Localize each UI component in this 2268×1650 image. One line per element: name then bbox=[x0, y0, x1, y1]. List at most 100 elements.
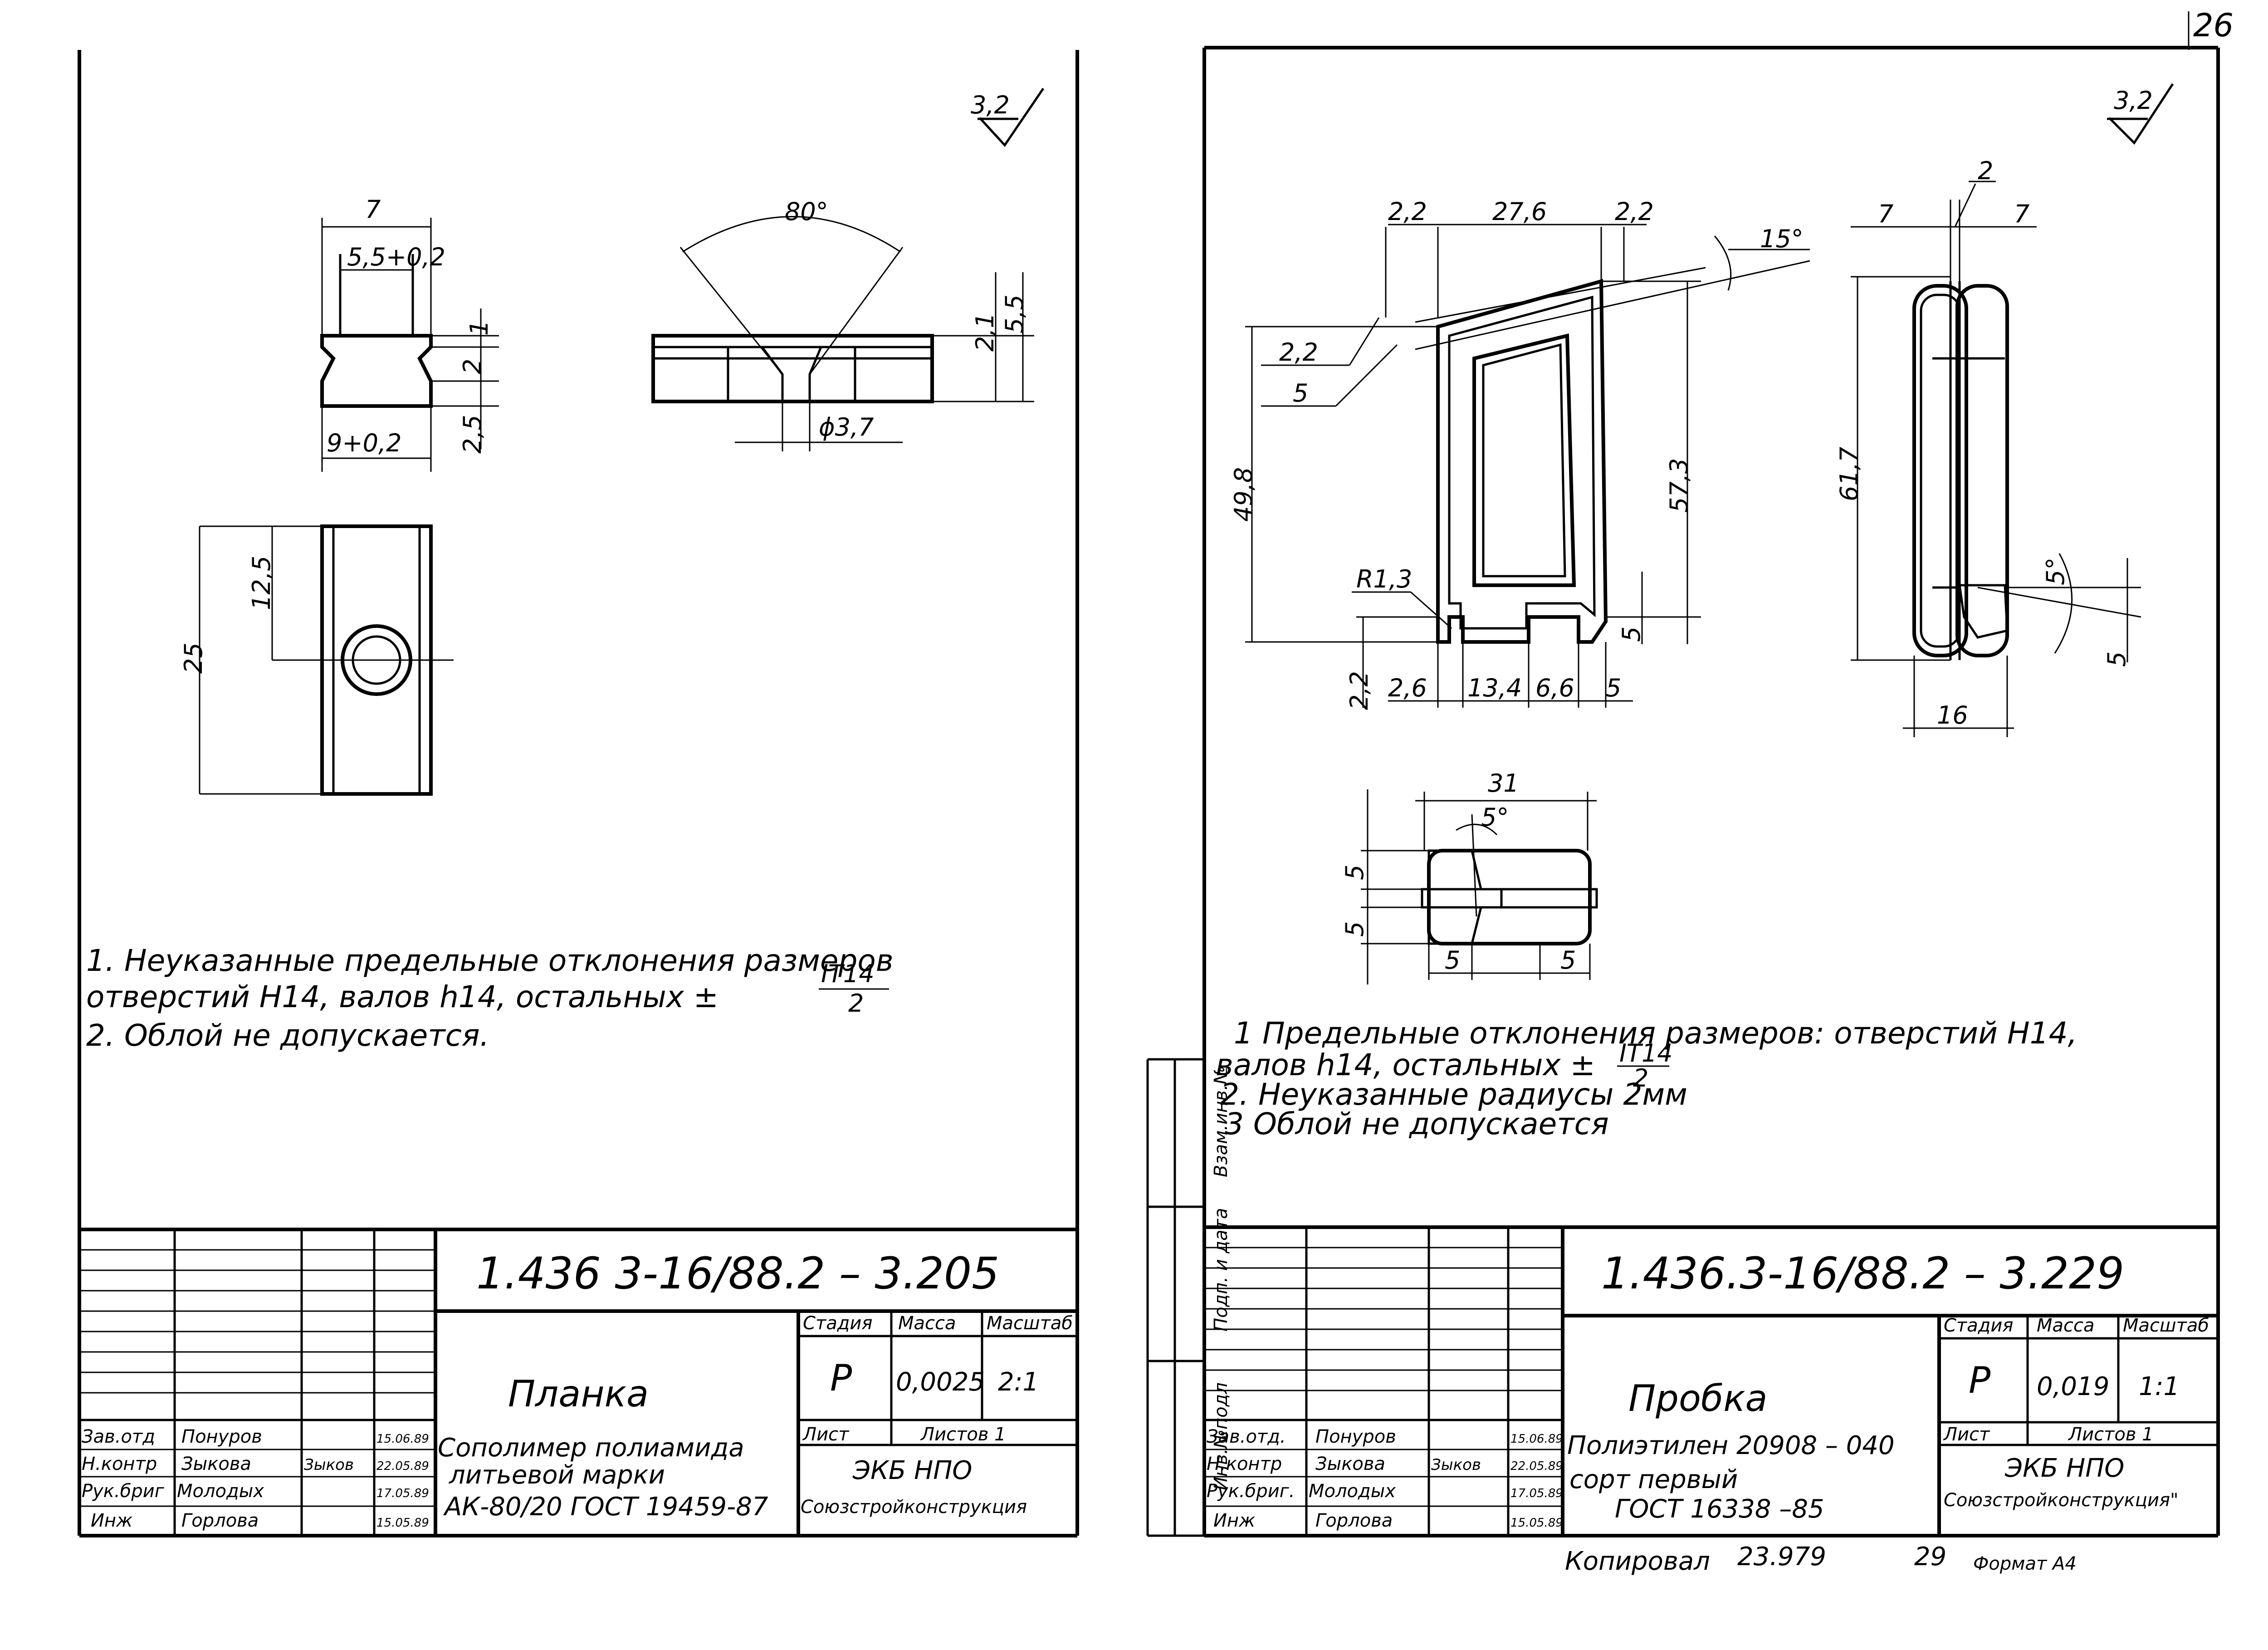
copy-number: 23.979 bbox=[1737, 1542, 1826, 1572]
roughness-value: 3,2 bbox=[971, 91, 1010, 119]
dim-1: 1 bbox=[465, 320, 494, 336]
material-line-3: АК-80/20 ГОСТ 19459-87 bbox=[443, 1492, 768, 1522]
dim-2-side: 2 bbox=[1978, 157, 1993, 185]
drawing-code-right: 1.436.3-16/88.2 – 3.229 bbox=[1601, 1248, 2124, 1299]
org-line-1: ЭКБ НПО bbox=[852, 1456, 972, 1485]
dim-5c: 5 bbox=[1606, 674, 1621, 702]
title-block-right: 1.436.3-16/88.2 – 3.229 Пробка Стадия Ма… bbox=[1204, 1225, 2218, 1536]
roughness-value-right: 3,2 bbox=[2114, 86, 2153, 115]
angle-5-section: 5° bbox=[1481, 803, 1509, 832]
tolerance-den: 2 bbox=[848, 989, 864, 1018]
date-3: 17.05.89 bbox=[376, 1487, 429, 1500]
material-line-2: литьевой марки bbox=[449, 1460, 665, 1490]
sheets-label-right: Листов 1 bbox=[2068, 1424, 2154, 1445]
note-line-2: отверстий H14, валов h14, остальных ± bbox=[86, 979, 719, 1014]
org-right-line-1: ЭКБ НПО bbox=[2004, 1454, 2124, 1483]
page-number: 26 bbox=[2193, 7, 2234, 44]
dim-2-2d: 2,2 bbox=[1345, 671, 1374, 710]
format-label: Формат А4 bbox=[1973, 1553, 2077, 1574]
planka-section-view: 80° 2,1 5,5 ϕ3,7 bbox=[651, 197, 1034, 451]
notes-left: 1. Неуказанные предельные отклонения раз… bbox=[86, 943, 894, 1053]
tolerance-r-num: IT14 bbox=[1619, 1039, 1673, 1067]
dim-49-8: 49,8 bbox=[1229, 467, 1258, 522]
signature-2: Зыков bbox=[304, 1456, 354, 1474]
person-r-3: Молодых bbox=[1309, 1481, 1396, 1502]
mass-value: 0,0025 bbox=[896, 1367, 985, 1397]
material-right-line-2: сорт первый bbox=[1569, 1465, 1738, 1494]
drawing-code: 1.436 3-16/88.2 – 3.205 bbox=[476, 1248, 999, 1299]
dim-31: 31 bbox=[1488, 769, 1519, 798]
mass-value-right: 0,019 bbox=[2037, 1372, 2109, 1401]
dim-5a: 5 bbox=[1293, 379, 1308, 407]
date-2: 22.05.89 bbox=[376, 1459, 429, 1473]
sheet-label: Лист bbox=[802, 1424, 850, 1445]
person-4: Горлова bbox=[181, 1510, 259, 1531]
dim-dia-3-7: ϕ3,7 bbox=[819, 413, 874, 441]
planka-front-view: 7 5,5+0,2 1 2 2,5 9+0,2 bbox=[320, 195, 499, 472]
dim-5-side: 5 bbox=[2102, 651, 2131, 667]
angle-5: 5° bbox=[2041, 558, 2070, 585]
scale-label: Масштаб bbox=[987, 1313, 1073, 1334]
dim-5-5: 5,5+0,2 bbox=[347, 243, 445, 271]
person-r-2: Зыкова bbox=[1315, 1454, 1385, 1474]
dim-25: 25 bbox=[179, 642, 208, 674]
role-r-3: Рук.бриг. bbox=[1207, 1481, 1295, 1502]
probka-cross-section: 31 5° 5 5 5 5 bbox=[1340, 769, 1598, 984]
material-right-line-3: ГОСТ 16338 –85 bbox=[1615, 1494, 1824, 1524]
sheets-label: Листов 1 bbox=[920, 1424, 1006, 1445]
dim-27-6: 27,6 bbox=[1492, 197, 1547, 226]
org-line-2: Союзстройконструкция bbox=[801, 1497, 1027, 1518]
dim-5-section-a: 5 bbox=[1340, 865, 1369, 880]
date-r-3: 17.05.89 bbox=[1510, 1487, 1563, 1500]
material-right-line-1: Полиэтилен 20908 – 040 bbox=[1567, 1431, 1895, 1460]
planka-plan-view: 25 12,5 bbox=[179, 524, 454, 796]
person-1: Понуров bbox=[181, 1426, 262, 1447]
dim-9: 9+0,2 bbox=[327, 429, 401, 457]
copy-page: 29 bbox=[1914, 1542, 1946, 1572]
stage-label-right: Стадия bbox=[1944, 1315, 2013, 1336]
person-2: Зыкова bbox=[181, 1454, 251, 1474]
probka-side-view: 61,7 2 7 7 5° 5 16 bbox=[1835, 157, 2141, 737]
role-r-2: Н.контр bbox=[1207, 1454, 1282, 1474]
stage-value-right: Р bbox=[1969, 1359, 1991, 1401]
note-line-1: 1. Неуказанные предельные отклонения раз… bbox=[86, 943, 894, 978]
person-3: Молодых bbox=[177, 1481, 264, 1502]
note-r-line-3: 2. Неуказанные радиусы 2мм bbox=[1220, 1077, 1687, 1112]
person-r-4: Горлова bbox=[1315, 1510, 1393, 1531]
role-3: Рук.бриг bbox=[82, 1481, 165, 1502]
mass-label-right: Масса bbox=[2037, 1315, 2095, 1336]
dim-2-2a: 2,2 bbox=[1388, 197, 1427, 226]
dim-5-section-b: 5 bbox=[1340, 921, 1369, 937]
org-right-line-2: Союзстройконструкция" bbox=[1944, 1490, 2178, 1511]
dim-12-5: 12,5 bbox=[247, 556, 276, 610]
scale-label-right: Масштаб bbox=[2123, 1315, 2209, 1336]
part-name: Планка bbox=[508, 1373, 649, 1415]
material-line-1: Сополимер полиамида bbox=[438, 1433, 744, 1463]
sheet-label-right: Лист bbox=[1943, 1424, 1990, 1445]
right-sheet: Взам.инв.№ Подп. и дата Инв.№подл 3,2 2,… bbox=[1146, 46, 2220, 1576]
probka-front-view: 2,2 27,6 2,2 15° 2,2 5 49,8 57,3 5 bbox=[1229, 197, 1810, 710]
dim-5b: 5 bbox=[1617, 627, 1646, 642]
scale-value-right: 1:1 bbox=[2139, 1372, 2180, 1401]
note-line-3: 2. Облой не допускается. bbox=[86, 1018, 489, 1053]
dim-7: 7 bbox=[365, 195, 381, 224]
stage-value: Р bbox=[830, 1357, 852, 1399]
title-block-left: 1.436 3-16/88.2 – 3.205 Планка Стадия Ма… bbox=[79, 1228, 1077, 1536]
copied-label: Копировал bbox=[1565, 1547, 1710, 1576]
person-r-1: Понуров bbox=[1315, 1426, 1396, 1447]
date-r-1: 15.06.89 bbox=[1510, 1432, 1563, 1446]
tolerance-r-den: 2 bbox=[1633, 1064, 1648, 1092]
side-label-1: Взам.инв.№ bbox=[1211, 1066, 1232, 1177]
dim-16: 16 bbox=[1937, 701, 1968, 730]
date-4: 15.05.89 bbox=[376, 1516, 429, 1530]
roughness-mark-right: 3,2 bbox=[2107, 83, 2174, 145]
left-sheet: 3,2 7 5,5+0,2 1 2 2,5 9+0,2 bbox=[78, 50, 1079, 1537]
dim-2-2b: 2,2 bbox=[1615, 197, 1654, 226]
note-r-line-1: 1 Предельные отклонения размеров: отверс… bbox=[1234, 1016, 2077, 1051]
dim-57-3: 57,3 bbox=[1665, 458, 1693, 513]
dim-2: 2 bbox=[458, 359, 487, 374]
note-r-line-4: 3 Облой не допускается bbox=[1225, 1107, 1609, 1141]
date-r-4: 15.05.89 bbox=[1510, 1516, 1563, 1530]
part-name-right: Пробка bbox=[1628, 1377, 1768, 1420]
